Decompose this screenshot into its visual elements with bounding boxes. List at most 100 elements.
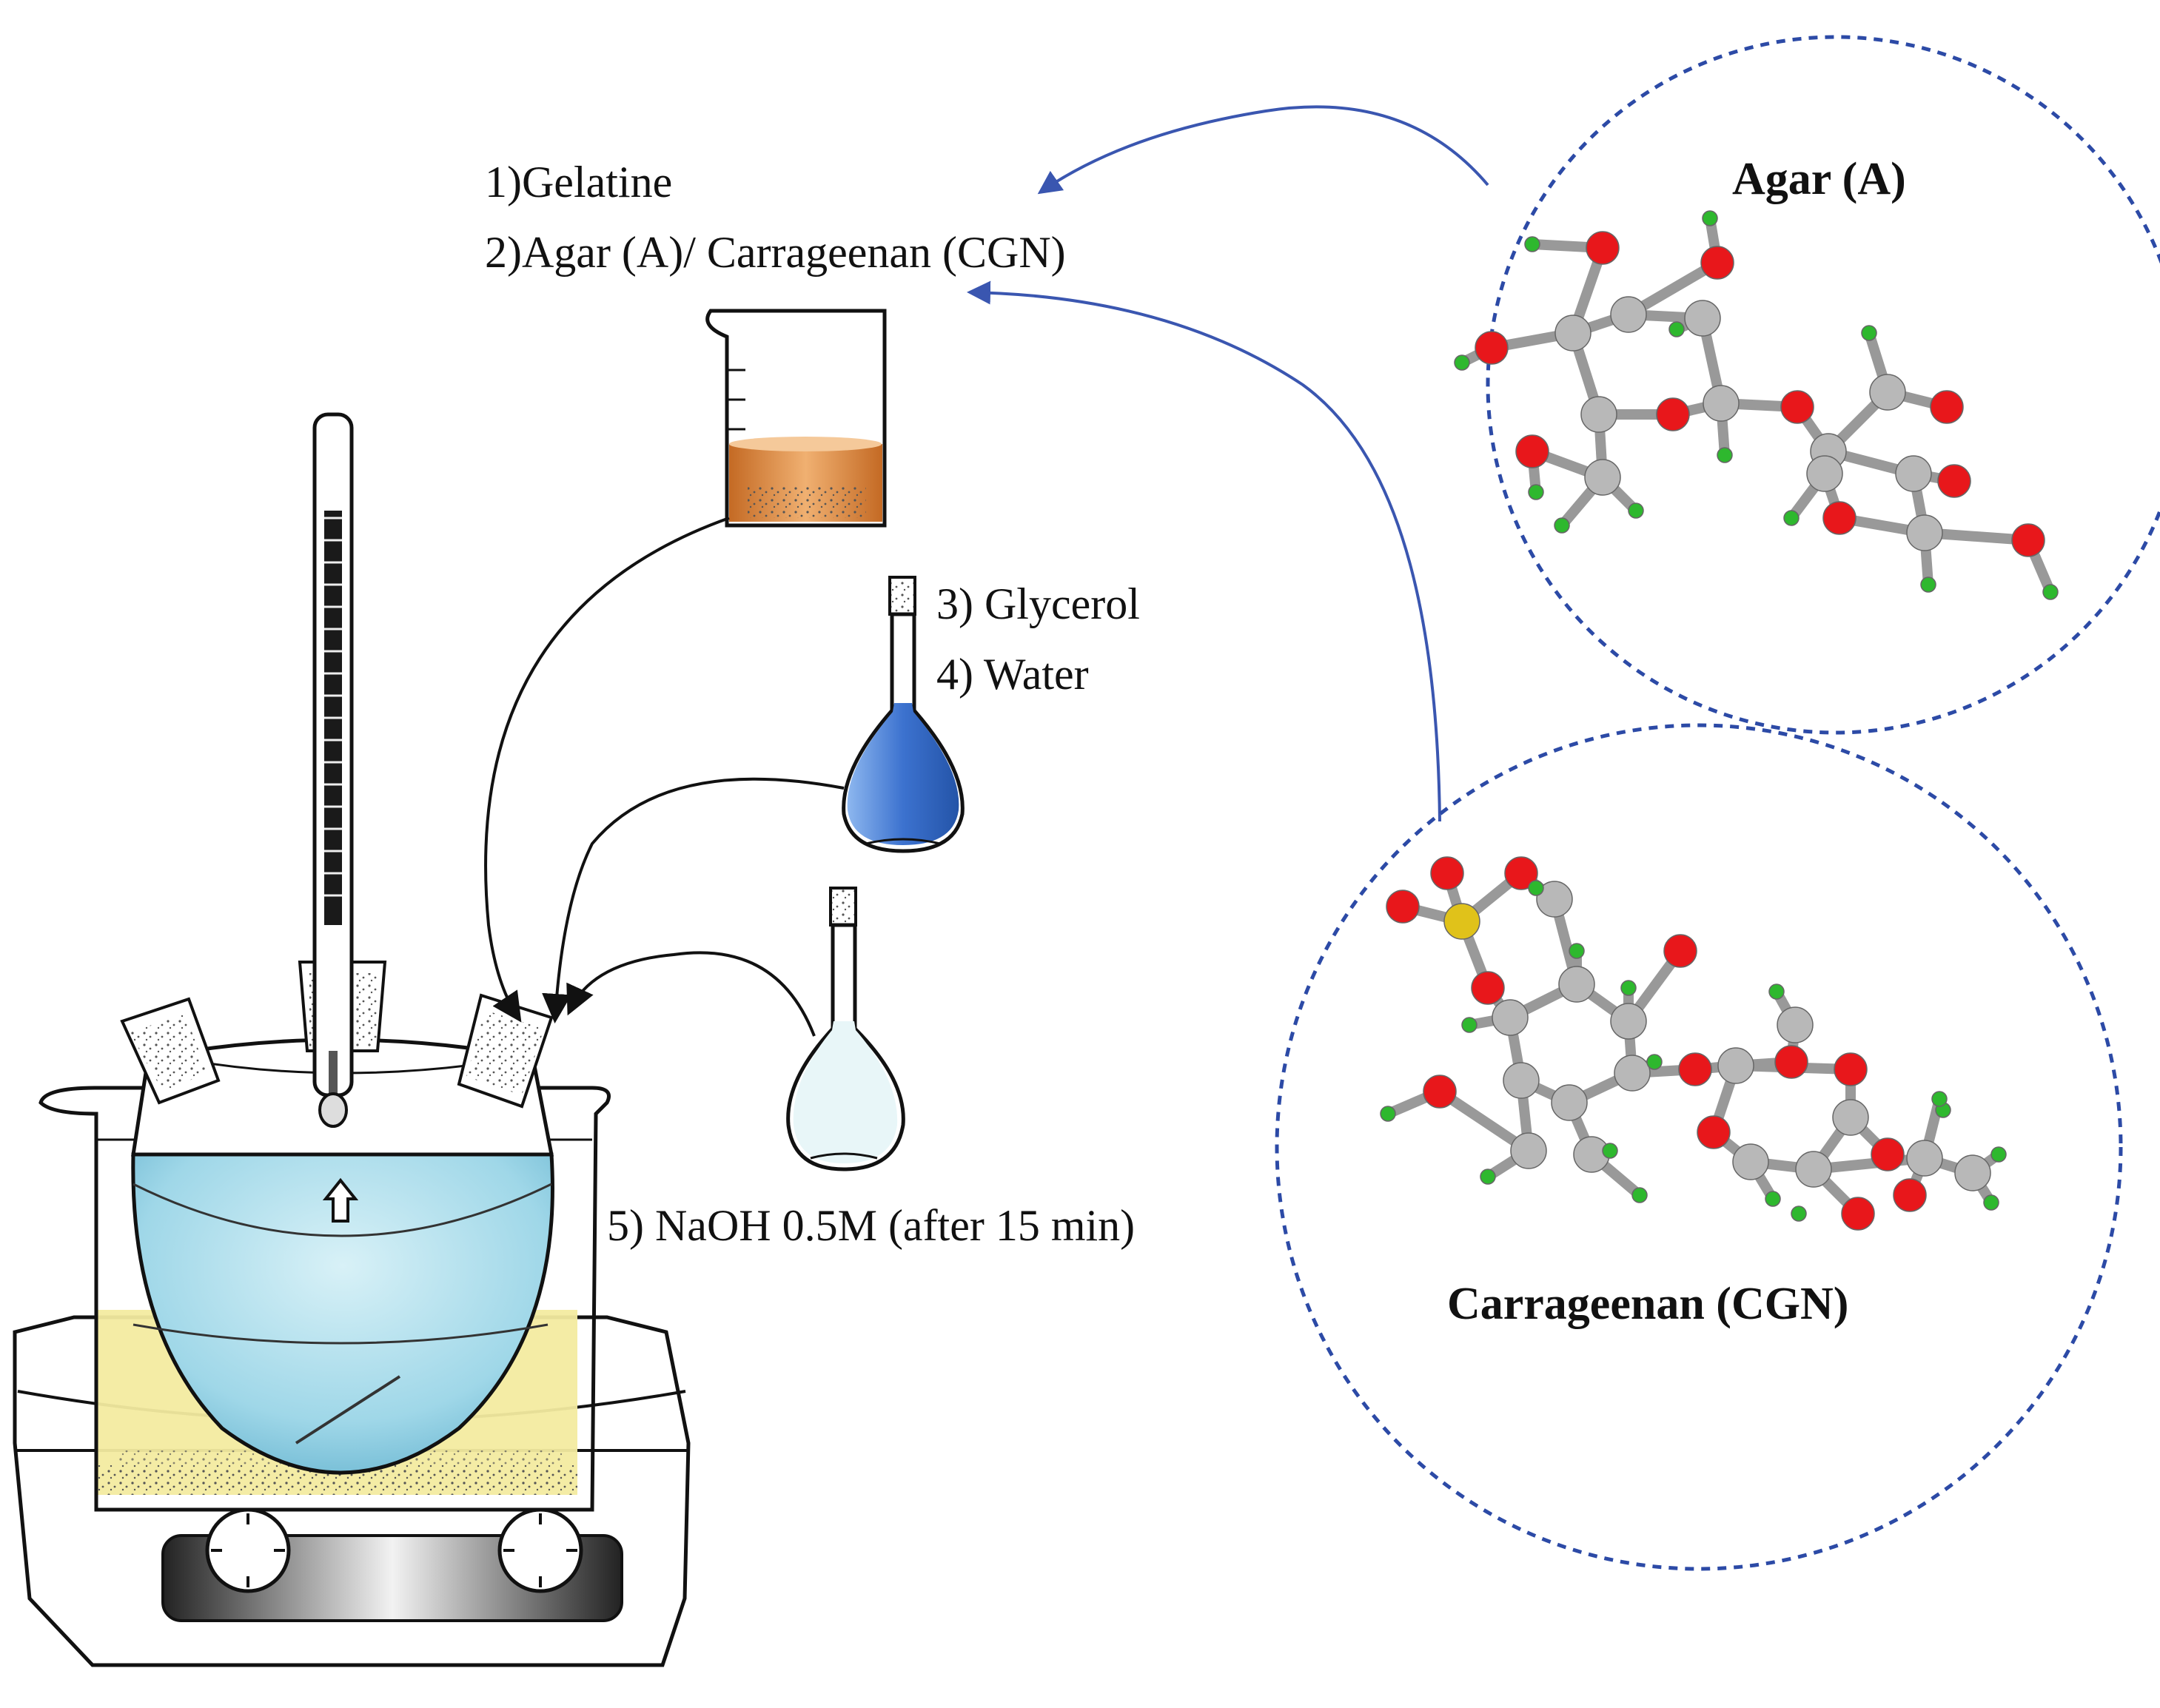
carbon-atom bbox=[1580, 396, 1617, 433]
oxygen-atom bbox=[1822, 501, 1857, 535]
hydrogen-atom bbox=[1861, 325, 1877, 341]
step-3-label: 3) Glycerol bbox=[936, 579, 1140, 628]
oxygen-atom bbox=[1663, 934, 1697, 968]
oxygen-atom bbox=[1430, 856, 1464, 890]
hydrogen-atom bbox=[1717, 447, 1733, 463]
agar-title: Agar (A) bbox=[1732, 154, 1906, 204]
hydrogen-atom bbox=[1702, 210, 1718, 226]
hydrogen-atom bbox=[1920, 576, 1936, 593]
step-5-label: 5) NaOH 0.5M (after 15 min) bbox=[607, 1201, 1136, 1250]
hydrogen-atom bbox=[1990, 1146, 2007, 1163]
carbon-atom bbox=[1554, 315, 1592, 352]
oxygen-atom bbox=[1678, 1052, 1712, 1086]
gel-beaker bbox=[705, 309, 925, 528]
agar-molecule-model bbox=[1454, 210, 2059, 600]
hydrogen-atom bbox=[1983, 1194, 1999, 1211]
oxygen-atom bbox=[2011, 523, 2045, 557]
hydrogen-atom bbox=[1454, 354, 1470, 371]
hydrogen-atom bbox=[1602, 1143, 1618, 1159]
oxygen-atom bbox=[1386, 890, 1420, 924]
oxygen-atom bbox=[1841, 1197, 1875, 1231]
oxygen-atom bbox=[1700, 246, 1734, 280]
carrageenan-circle bbox=[1275, 723, 2123, 1571]
thermometer bbox=[312, 412, 354, 1128]
hydrogen-atom bbox=[1528, 484, 1544, 500]
hydrogen-atom bbox=[1783, 510, 1800, 526]
flask-naoh bbox=[786, 887, 905, 1171]
hydrogen-atom bbox=[1524, 236, 1540, 252]
carbon-atom bbox=[1954, 1154, 1991, 1191]
carbon-atom bbox=[1777, 1006, 1814, 1043]
sulfur-atom bbox=[1443, 903, 1480, 940]
carbon-atom bbox=[1610, 296, 1647, 333]
oxygen-atom bbox=[1515, 434, 1549, 468]
step-4-label: 4) Water bbox=[936, 650, 1089, 699]
carbon-atom bbox=[1795, 1151, 1832, 1188]
carbon-atom bbox=[1614, 1055, 1651, 1092]
carbon-atom bbox=[1551, 1084, 1588, 1121]
carbon-atom bbox=[1492, 999, 1529, 1036]
arrow-glycerol-to-flask bbox=[542, 777, 845, 1023]
oxygen-atom bbox=[1423, 1075, 1457, 1109]
oxygen-atom bbox=[1656, 397, 1690, 431]
arrow-agar-to-step bbox=[1037, 105, 1489, 195]
stopper-left bbox=[120, 997, 221, 1105]
hydrogen-atom bbox=[1931, 1091, 1948, 1107]
carbon-atom bbox=[1732, 1143, 1769, 1180]
flask-glycerol-water bbox=[842, 576, 965, 853]
arrow-carrageenan-to-step bbox=[967, 280, 1441, 822]
carbon-atom bbox=[1558, 966, 1595, 1003]
hydrogen-atom bbox=[1480, 1169, 1496, 1185]
oxygen-atom bbox=[1871, 1137, 1905, 1171]
hydrogen-atom bbox=[1791, 1206, 1807, 1222]
carbon-atom bbox=[1684, 300, 1721, 337]
stopper-right bbox=[457, 993, 554, 1109]
carbon-atom bbox=[1610, 1003, 1647, 1040]
hydrogen-atom bbox=[1768, 984, 1785, 1000]
oxygen-atom bbox=[1774, 1045, 1808, 1079]
hydrogen-atom bbox=[1631, 1187, 1648, 1203]
bond bbox=[1813, 1153, 1925, 1174]
hydrogen-atom bbox=[1461, 1017, 1478, 1033]
carbon-atom bbox=[1510, 1132, 1547, 1169]
hydrogen-atom bbox=[1620, 980, 1637, 996]
knob-left bbox=[205, 1507, 291, 1593]
carbon-atom bbox=[1906, 1140, 1943, 1177]
carbon-atom bbox=[1584, 459, 1621, 496]
hydrogen-atom bbox=[2042, 584, 2059, 600]
carbon-atom bbox=[1717, 1047, 1754, 1084]
knob-right bbox=[497, 1507, 583, 1593]
oxygen-atom bbox=[1780, 390, 1814, 424]
arrow-beaker-to-flask bbox=[484, 517, 730, 1023]
carbon-atom bbox=[1906, 514, 1943, 551]
oxygen-atom bbox=[1471, 971, 1505, 1005]
oxygen-atom bbox=[1697, 1115, 1731, 1149]
oxygen-atom bbox=[1586, 231, 1620, 265]
arrow-naoh-to-flask bbox=[566, 951, 816, 1037]
round-bottom-flask bbox=[131, 1038, 554, 1475]
step-2-label: 2)Agar (A)/ Carrageenan (CGN) bbox=[485, 228, 1066, 277]
oxygen-atom bbox=[1930, 390, 1964, 424]
hydrogen-atom bbox=[1569, 943, 1585, 959]
carbon-atom bbox=[1703, 385, 1740, 422]
hydrogen-atom bbox=[1668, 321, 1685, 337]
carbon-atom bbox=[1895, 455, 1932, 492]
hydrogen-atom bbox=[1646, 1054, 1663, 1070]
hydrogen-atom bbox=[1554, 517, 1570, 534]
oxygen-atom bbox=[1893, 1178, 1927, 1212]
step-1-label: 1)Gelatine bbox=[485, 158, 673, 206]
carbon-atom bbox=[1832, 1099, 1869, 1136]
hydrogen-atom bbox=[1765, 1191, 1781, 1207]
carrageenan-title: Carrageenan (CGN) bbox=[1447, 1279, 1849, 1329]
oxygen-atom bbox=[1937, 464, 1971, 498]
oxygen-atom bbox=[1834, 1052, 1868, 1086]
hydrogen-atom bbox=[1528, 880, 1544, 896]
oxygen-atom bbox=[1504, 856, 1538, 890]
agar-circle bbox=[1486, 35, 2160, 735]
hydrogen-atom bbox=[1628, 502, 1644, 519]
carbon-atom bbox=[1536, 881, 1573, 918]
oxygen-atom bbox=[1475, 331, 1509, 365]
hydrogen-atom bbox=[1380, 1106, 1396, 1122]
